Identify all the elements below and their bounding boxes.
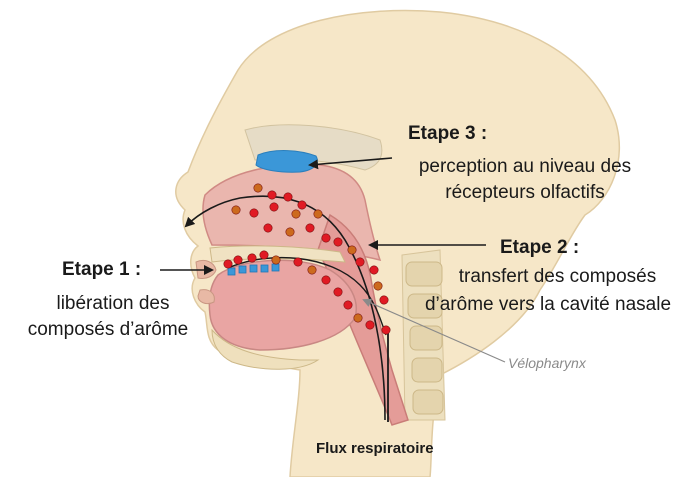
aroma-dot-red (366, 321, 374, 329)
aroma-dot-red (264, 224, 272, 232)
aroma-dot-red (268, 191, 276, 199)
aroma-dot-orange (348, 246, 356, 254)
aroma-dot-red (322, 234, 330, 242)
aroma-dot-red (306, 224, 314, 232)
aroma-dot-orange (292, 210, 300, 218)
aroma-dot-red (356, 258, 364, 266)
airflow-label: Flux respiratoire (316, 440, 434, 457)
velopharynx-label: Vélopharynx (508, 355, 586, 371)
aroma-dot-orange (308, 266, 316, 274)
olfactory-area (256, 151, 317, 173)
aroma-dot-orange (314, 210, 322, 218)
aroma-dot-red (248, 254, 256, 262)
step2-line2: d’arôme vers la cavité nasale (400, 294, 696, 316)
aroma-dot-orange (286, 228, 294, 236)
step2-line1: transfert des composés (420, 266, 695, 288)
step3-line2: récepteurs olfactifs (390, 182, 660, 204)
aroma-dot-red (298, 201, 306, 209)
aroma-dot-orange (254, 184, 262, 192)
aroma-dot-red (294, 258, 302, 266)
step3-title: Etape 3 : (408, 123, 487, 145)
step2-title: Etape 2 : (500, 237, 579, 259)
aroma-dot-red (250, 209, 258, 217)
aroma-dot-red (382, 326, 390, 334)
aroma-dot-red (334, 238, 342, 246)
aroma-dot-red (260, 251, 268, 259)
aroma-dot-red (284, 193, 292, 201)
aroma-dot-red (370, 266, 378, 274)
aroma-dot-red (234, 256, 242, 264)
aroma-dot-red (380, 296, 388, 304)
aroma-dot-red (322, 276, 330, 284)
step1-line2: composés d’arôme (8, 319, 208, 341)
step3-line1: perception au niveau des (390, 156, 660, 178)
aroma-dot-red (334, 288, 342, 296)
step1-line1: libération des (18, 293, 208, 315)
aroma-dot-orange (374, 282, 382, 290)
aroma-dot-red (270, 203, 278, 211)
aroma-dot-orange (354, 314, 362, 322)
aroma-dot-orange (272, 256, 280, 264)
step1-title: Etape 1 : (62, 259, 141, 281)
aroma-dot-red (344, 301, 352, 309)
aroma-dot-red (224, 260, 232, 268)
aroma-dot-orange (232, 206, 240, 214)
